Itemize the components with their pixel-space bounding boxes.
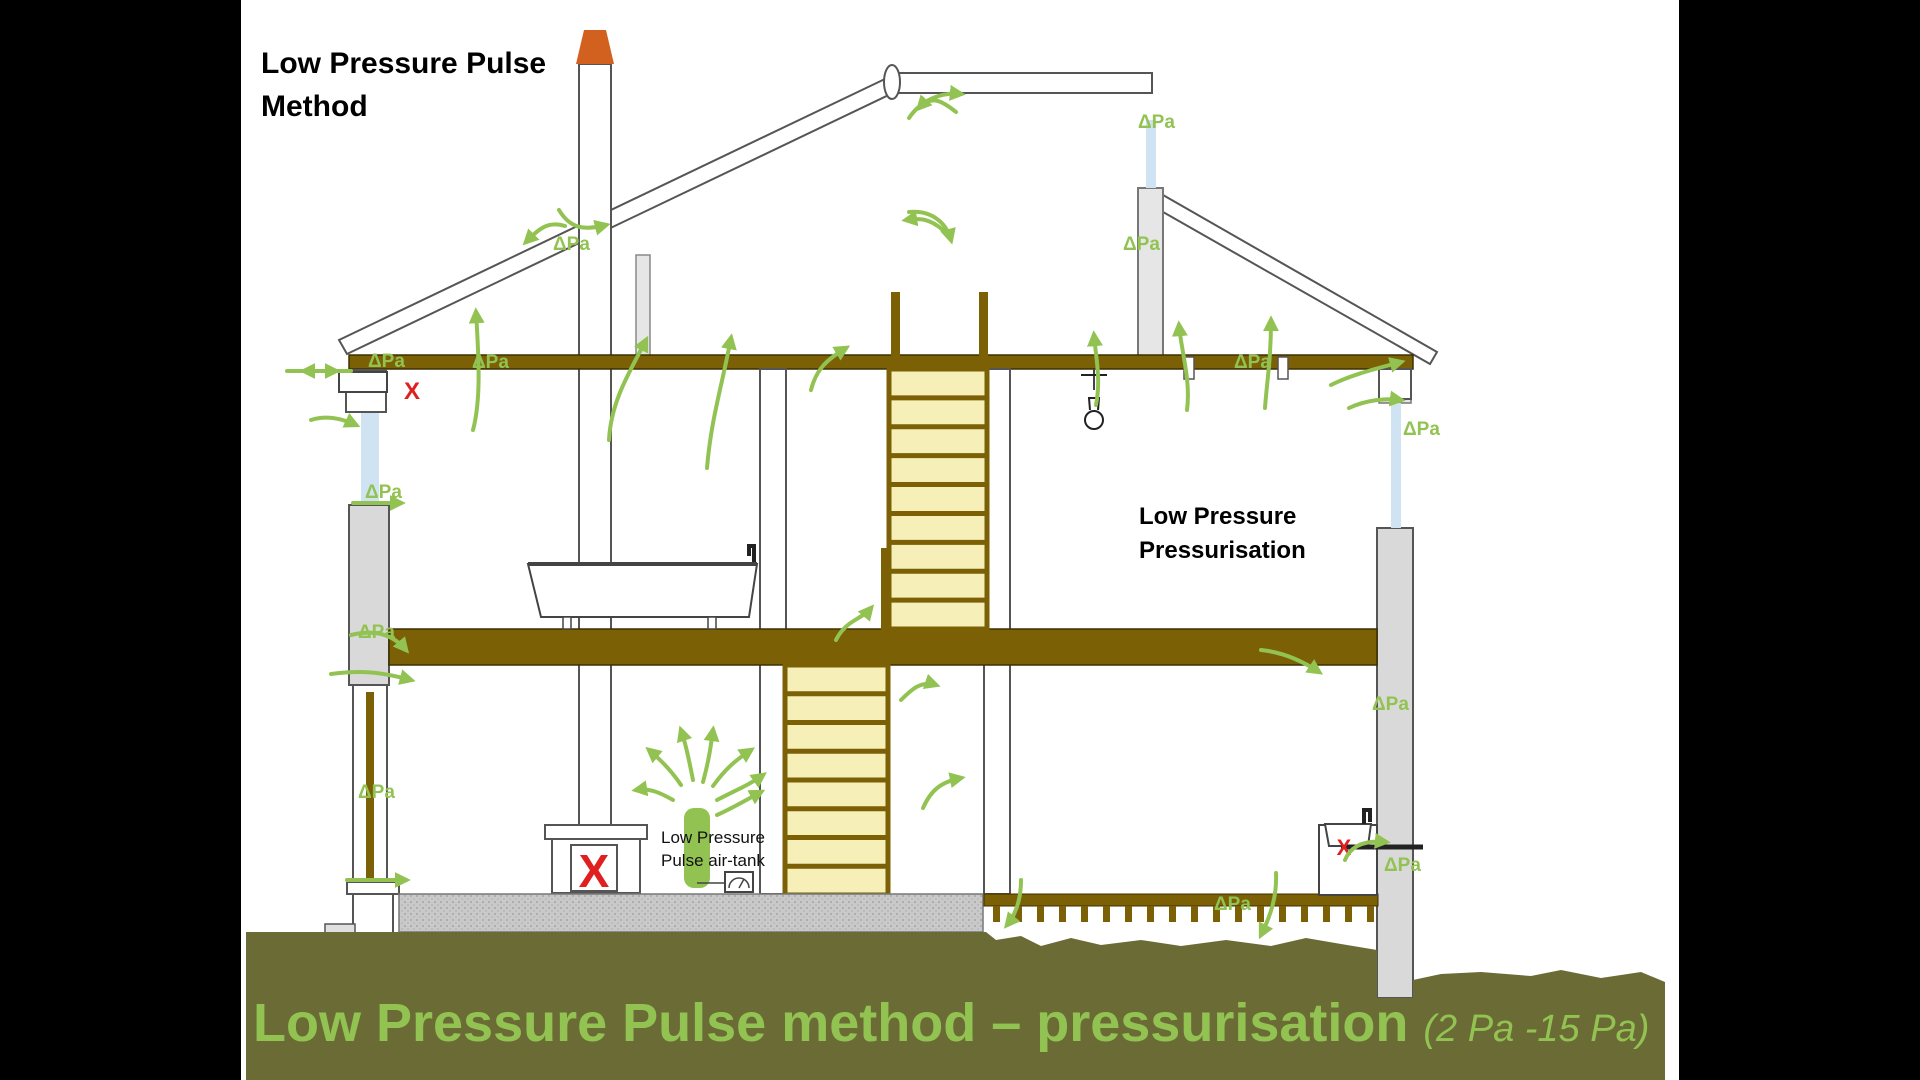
airflow-arrow — [607, 335, 649, 442]
delta-pa-label: ΔPa — [1384, 855, 1421, 876]
airflow-arrow — [1171, 320, 1190, 412]
airflow-arrow — [1003, 878, 1023, 929]
floor-joist — [1235, 906, 1242, 922]
airflow-arrow — [468, 307, 485, 432]
airflow-arrow — [1329, 357, 1406, 387]
chimney — [576, 30, 651, 841]
airflow-arrow — [1343, 832, 1391, 862]
airflow-arrow — [899, 673, 941, 702]
air-tank-label: Low Pressure Pulse air-tank — [661, 828, 765, 870]
delta-pa-label: ΔPa — [1372, 694, 1409, 715]
floor-joist — [1323, 906, 1330, 922]
delta-pa-label: ΔPa — [553, 234, 590, 255]
airflow-arrow — [809, 345, 851, 392]
airflow-arrow — [1347, 390, 1406, 410]
delta-pa-label: ΔPa — [1123, 234, 1160, 255]
bathtub — [526, 544, 759, 630]
kitchen-sink: X — [1318, 808, 1423, 896]
upper-staircase — [881, 366, 990, 632]
sink-blocked-mark: X — [1337, 835, 1352, 860]
floor-joist — [1367, 906, 1374, 922]
suspended-floor — [983, 893, 1379, 922]
floor-joist — [1059, 906, 1066, 922]
fireplace-blocked-mark: X — [579, 845, 610, 897]
airflow-arrow — [1087, 330, 1103, 407]
airflow-arrow — [834, 604, 875, 642]
delta-pa-label: ΔPa — [358, 622, 395, 643]
airflow-arrow — [907, 84, 966, 120]
airflow-arrow — [907, 209, 956, 245]
airflow-arrow — [901, 210, 945, 232]
airflow-arrow — [1262, 315, 1279, 410]
airflow-arrow — [309, 413, 361, 428]
diagram-title: Low Pressure Pulse Method — [261, 47, 547, 123]
floor-joist — [1257, 906, 1264, 922]
airflow-arrow — [645, 746, 683, 787]
airflow-arrow — [557, 208, 611, 236]
floor-joist — [1147, 906, 1154, 922]
airflow-arrow — [522, 222, 567, 246]
vent-blocked-mark: X — [404, 378, 420, 405]
airflow-arrow — [715, 789, 766, 817]
fireplace: X — [544, 824, 648, 897]
airflow-arrows — [285, 84, 1406, 940]
air-tank — [684, 808, 754, 893]
delta-pa-label: ΔPa — [472, 352, 509, 373]
concrete-slab — [398, 893, 984, 933]
light-bulb — [1081, 369, 1107, 430]
floor-joist — [993, 906, 1000, 922]
intermediate-floor — [388, 628, 1378, 666]
floor-joist — [1279, 906, 1286, 922]
delta-pa-label: ΔPa — [365, 482, 402, 503]
floor-joist — [1213, 906, 1220, 922]
floor-joist — [1081, 906, 1088, 922]
airflow-arrow — [1259, 648, 1323, 675]
floor-joist — [1345, 906, 1352, 922]
floor-joist — [1169, 906, 1176, 922]
airflow-arrow — [705, 333, 737, 470]
floor-joist — [1037, 906, 1044, 922]
delta-pa-label: ΔPa — [1214, 894, 1251, 915]
ground — [246, 932, 1665, 1080]
wall-vent: X — [338, 371, 420, 405]
pressurisation-label: Low Pressure Pressurisation — [1139, 503, 1306, 564]
roof — [337, 64, 1439, 366]
airflow-arrow — [676, 725, 695, 782]
caption-main: Low Pressure Pulse method – pressurisati… — [253, 993, 1409, 1053]
airflow-arrow — [349, 630, 410, 654]
floor-joist — [1125, 906, 1132, 922]
delta-pa-label: ΔPa — [1138, 112, 1175, 133]
airflow-arrow — [711, 747, 755, 788]
floor-joist — [1301, 906, 1308, 922]
airflow-arrow — [701, 725, 720, 784]
airflow-arrow — [329, 669, 416, 685]
lower-staircase — [782, 662, 891, 898]
airflow-arrow — [715, 772, 767, 802]
floor-joist — [1191, 906, 1198, 922]
airflow-arrow — [631, 780, 675, 802]
airflow-arrow — [921, 772, 966, 810]
caption: Low Pressure Pulse method – pressurisati… — [253, 992, 1649, 1054]
delta-pa-label: ΔPa — [358, 782, 395, 803]
delta-pa-label: ΔPa — [1234, 352, 1271, 373]
delta-pa-label: ΔPa — [1403, 419, 1440, 440]
airflow-arrow — [1258, 871, 1279, 940]
caption-sub: (2 Pa -15 Pa) — [1423, 1008, 1650, 1050]
floor-joist — [1103, 906, 1110, 922]
delta-pa-label: ΔPa — [368, 351, 405, 372]
